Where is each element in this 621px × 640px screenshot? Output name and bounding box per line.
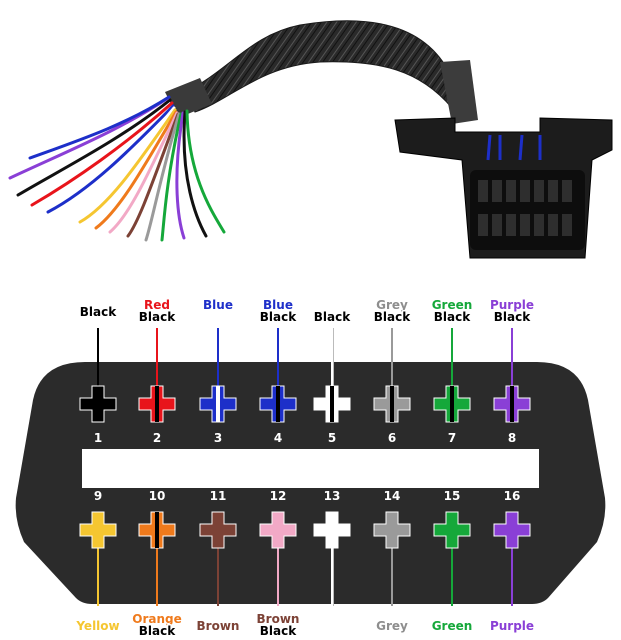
wire-color-label: Purple — [490, 619, 534, 633]
pin-16 — [493, 511, 531, 549]
wire-color-label: Black — [374, 310, 411, 324]
pin-shape — [373, 511, 411, 549]
pin-6 — [373, 385, 411, 423]
wire-color-label: Brown — [197, 619, 240, 633]
pin-number: 16 — [504, 489, 521, 503]
wire-color-label: Blue — [263, 298, 293, 312]
pin-stripe — [330, 386, 334, 422]
wire-pin-13 — [331, 542, 334, 606]
wire-color-label: White — [312, 619, 352, 633]
wire-color-label: Blue — [203, 298, 233, 312]
wire-color-label: White — [198, 310, 238, 324]
wire-color-label: Black — [139, 310, 176, 324]
wire-color-label: Green — [432, 619, 473, 633]
wire-color-label: Yellow — [75, 619, 119, 633]
pin-number: 9 — [94, 489, 102, 503]
pin-14 — [373, 511, 411, 549]
wire-color-label: Black — [314, 310, 351, 324]
pin-number: 10 — [149, 489, 166, 503]
pin-5 — [313, 385, 351, 423]
pin-11 — [199, 511, 237, 549]
wire-color-label: Black — [139, 624, 176, 638]
pin-9 — [79, 511, 117, 549]
pin-7 — [433, 385, 471, 423]
pin-12 — [259, 511, 297, 549]
heat-shrink-left — [165, 78, 212, 118]
cable-photo-illustration — [8, 20, 613, 259]
wire-color-label: Black — [260, 624, 297, 638]
wire-color-label: Orange — [132, 612, 182, 626]
pin-15 — [433, 511, 471, 549]
pin-number: 11 — [210, 489, 227, 503]
pin-shape — [493, 511, 531, 549]
pin-number: 15 — [444, 489, 461, 503]
pin-shape — [259, 511, 297, 549]
wire-color-label: Black — [260, 310, 297, 324]
pin-number: 5 — [328, 431, 336, 445]
wire-color-label: Grey — [376, 619, 408, 633]
pin-stripe — [276, 386, 280, 422]
pin-2 — [138, 385, 176, 423]
heat-shrink-right — [440, 60, 478, 124]
wire-color-label: Red — [144, 298, 170, 312]
pin-8 — [493, 385, 531, 423]
pin-shape — [79, 511, 117, 549]
pin-stripe — [450, 386, 454, 422]
pin-stripe — [155, 386, 159, 422]
pin-shape — [433, 511, 471, 549]
obd2-connector — [394, 117, 613, 259]
wire-color-label: Black — [494, 310, 531, 324]
wire-color-label: Black — [80, 305, 117, 319]
pin-number: 14 — [384, 489, 401, 503]
wire-pin-5 — [331, 328, 334, 392]
pin-number: 6 — [388, 431, 396, 445]
wire-color-label: Brown — [257, 612, 300, 626]
pin-number: 12 — [270, 489, 287, 503]
pin-stripe — [390, 386, 394, 422]
pin-number: 2 — [153, 431, 161, 445]
pin-stripe — [155, 512, 159, 548]
loose-wires — [8, 95, 226, 242]
pin-4 — [259, 385, 297, 423]
wire-color-label: Purple — [490, 298, 534, 312]
pin-shape — [79, 385, 117, 423]
wire-color-label: Black — [434, 310, 471, 324]
pin-number: 13 — [324, 489, 341, 503]
pin-shape — [199, 511, 237, 549]
wire-color-label: White — [312, 298, 352, 312]
pin-number: 1 — [94, 431, 102, 445]
wire-color-label: Green — [432, 298, 473, 312]
pin-number: 7 — [448, 431, 456, 445]
pin-3 — [199, 385, 237, 423]
pin-13 — [313, 511, 351, 549]
pin-stripe — [510, 386, 514, 422]
pin-1 — [79, 385, 117, 423]
wire-color-label: Grey — [376, 298, 408, 312]
pin-shape — [313, 511, 351, 549]
pin-stripe — [216, 386, 220, 422]
pin-10 — [138, 511, 176, 549]
pin-number: 4 — [274, 431, 282, 445]
pin-number: 3 — [214, 431, 222, 445]
connector-center-slot — [82, 449, 539, 488]
pin-number: 8 — [508, 431, 516, 445]
